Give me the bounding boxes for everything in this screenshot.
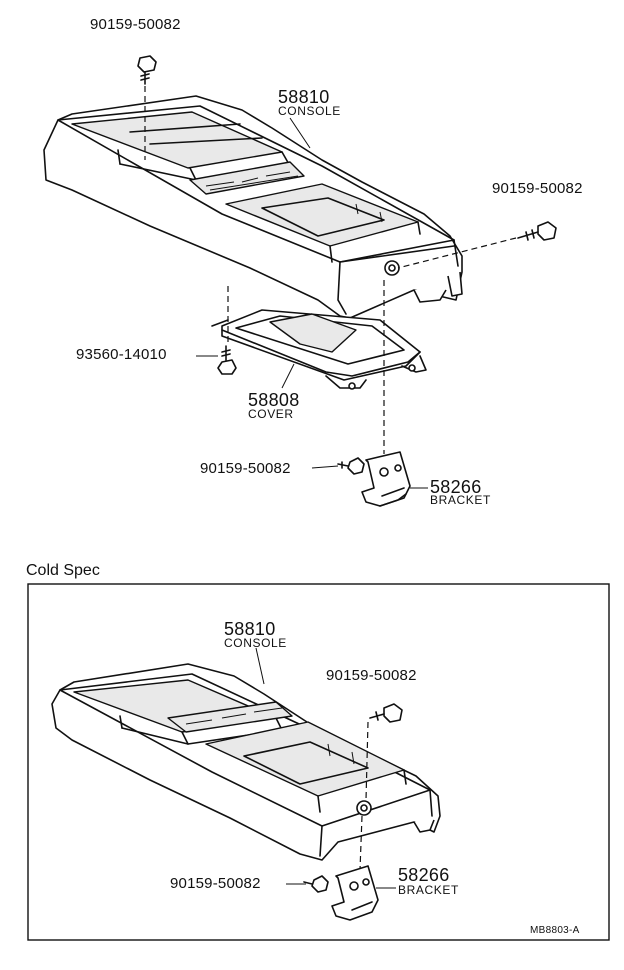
cold-spec-frame — [27, 583, 610, 941]
label-screw-top: 90159-50082 — [90, 16, 181, 33]
label-bracket-name: BRACKET — [430, 493, 491, 507]
screw-90159-50082-right — [517, 221, 557, 241]
console-58810-cold — [51, 663, 441, 861]
cold-label-bracket-number: 58266 — [398, 865, 450, 885]
cold-label-screw-right: 90159-50082 — [326, 667, 417, 684]
cold-label-console-number: 58810 — [224, 619, 276, 639]
figure-code: MB8803-A — [530, 925, 580, 936]
screw-90159-50082-cold-bracket — [303, 875, 329, 893]
screw-90159-50082-bracket — [337, 457, 365, 475]
label-bracket-number: 58266 — [430, 477, 482, 497]
bracket-58266 — [361, 451, 411, 507]
console-58810-top — [43, 95, 463, 319]
label-screw-right: 90159-50082 — [492, 180, 583, 197]
cold-spec-title: Cold Spec — [26, 562, 100, 579]
screw-93560-14010 — [217, 345, 237, 375]
cold-label-console-name: CONSOLE — [224, 636, 287, 650]
label-cover-name: COVER — [248, 407, 294, 421]
label-cover-number: 58808 — [248, 390, 300, 410]
bracket-58266-cold — [331, 865, 379, 921]
label-console-number: 58810 — [278, 87, 330, 107]
screw-90159-50082-top — [137, 55, 157, 85]
label-screw-bracket: 90159-50082 — [200, 460, 291, 477]
screw-90159-50082-cold-right — [369, 703, 403, 723]
cold-label-screw-bracket: 90159-50082 — [170, 875, 261, 892]
label-console-name: CONSOLE — [278, 104, 341, 118]
label-screw-cover: 93560-14010 — [76, 346, 167, 363]
cover-58808 — [211, 309, 427, 390]
cold-label-bracket-name: BRACKET — [398, 883, 459, 897]
